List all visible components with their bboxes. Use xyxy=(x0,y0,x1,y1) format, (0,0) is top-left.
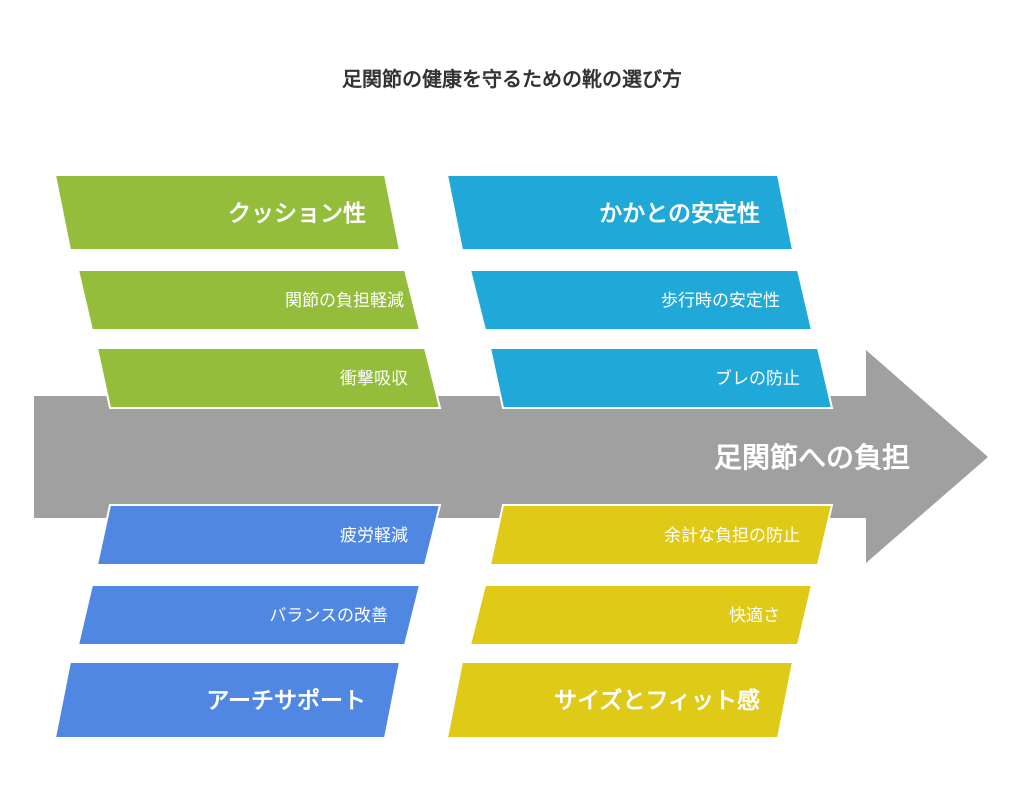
category-header-label: アーチサポート xyxy=(206,687,366,714)
category-header-label: サイズとフィット感 xyxy=(554,687,760,714)
cause-label: 疲労軽減 xyxy=(340,526,408,546)
cause-label: 関節の負担軽減 xyxy=(285,291,404,311)
category-heel-stability: かかとの安定性 歩行時の安定性 ブレの防止 xyxy=(445,174,834,409)
cause-label: 快適さ xyxy=(729,606,780,626)
category-header-box xyxy=(445,661,795,739)
diagram-title: 足関節の健康を守るための靴の選び方 xyxy=(342,67,682,91)
cause-label: バランスの改善 xyxy=(269,606,388,626)
cause-label: ブレの防止 xyxy=(715,368,800,389)
cause-label: 衝撃吸収 xyxy=(340,369,408,389)
category-header-label: かかとの安定性 xyxy=(599,200,760,227)
cause-box xyxy=(95,504,442,566)
category-arch-support: 疲労軽減 バランスの改善 アーチサポート xyxy=(53,504,442,739)
cause-box xyxy=(76,584,422,646)
cause-box xyxy=(76,269,422,331)
cause-box xyxy=(488,504,834,566)
cause-label: 余計な負担の防止 xyxy=(664,526,800,546)
category-header-box xyxy=(53,174,402,251)
category-cushioning: クッション性 関節の負担軽減 衝撃吸収 xyxy=(53,174,442,409)
category-header-label: クッション性 xyxy=(228,201,366,227)
cause-box xyxy=(468,269,814,331)
category-header-box xyxy=(445,174,795,251)
category-size-fit: 余計な負担の防止 快適さ サイズとフィット感 xyxy=(445,504,834,739)
cause-box xyxy=(488,347,834,409)
cause-label: 歩行時の安定性 xyxy=(661,291,780,311)
category-header-box xyxy=(53,661,402,739)
main-arrow-label: 足関節への負担 xyxy=(714,441,910,474)
cause-box xyxy=(95,347,442,409)
cause-box xyxy=(468,584,814,646)
